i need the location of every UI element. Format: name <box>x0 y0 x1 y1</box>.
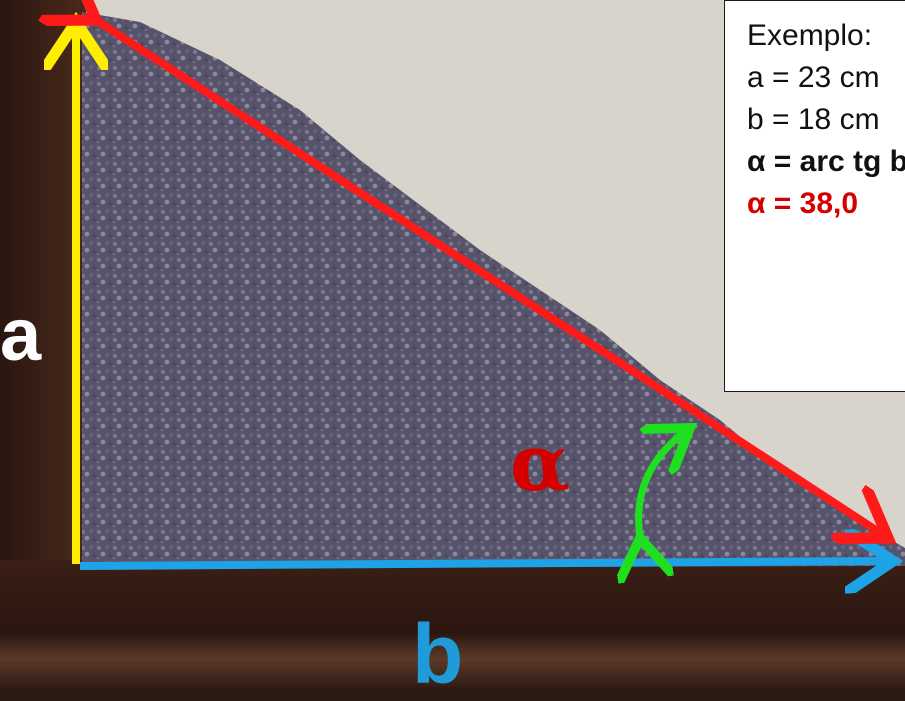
value-a-line: a = 23 cm <box>747 61 880 94</box>
hypotenuse-arrow <box>96 20 888 538</box>
wood-frame-bottom <box>0 560 905 692</box>
formula-line: α = arc tg b/a <box>747 145 905 178</box>
value-b-line: b = 18 cm <box>747 103 880 136</box>
angle-alpha-label: α <box>510 418 571 509</box>
angle-arc-arrow <box>639 428 690 538</box>
side-b-label: b <box>412 607 464 701</box>
example-box: Exemplo: a = 23 cm b = 18 cm α = arc tg … <box>724 0 905 392</box>
result-line: α = 38,0 <box>747 187 859 220</box>
example-heading: Exemplo: <box>747 19 873 52</box>
side-a-label: a <box>0 293 42 376</box>
side-b-arrow <box>79 561 893 566</box>
